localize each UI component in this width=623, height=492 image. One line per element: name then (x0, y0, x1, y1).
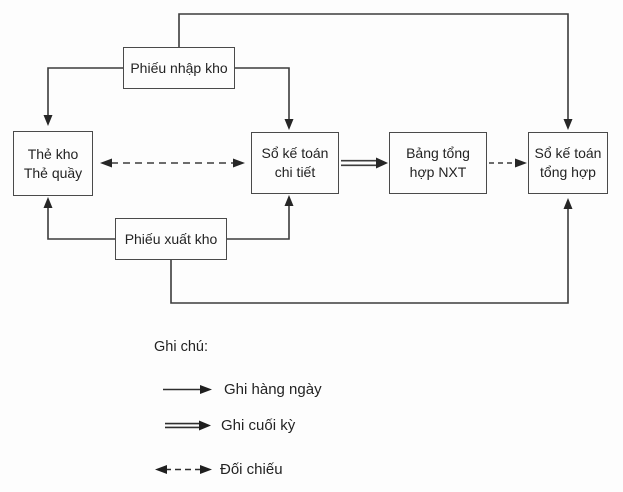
arrowhead-up-icon (563, 198, 573, 209)
node-phieu-xuat-kho: Phiếu xuất kho (115, 218, 227, 260)
legend-title: Ghi chú: (154, 339, 208, 355)
solid-arrow-icon (163, 385, 212, 394)
node-so-ke-toan-tong-hop: Sổ kế toán tổng hợp (528, 132, 608, 194)
legend-label-reconcile: Đối chiếu (220, 461, 283, 478)
node-so-ke-toan-chi-tiet: Sổ kế toán chi tiết (251, 132, 339, 194)
legend-item-reconcile: Đối chiếu (155, 461, 283, 478)
legend-item-daily: Ghi hàng ngày (162, 381, 322, 398)
connector-xuat-to-tong-hop (170, 209, 569, 304)
arrowhead-up-icon (43, 197, 53, 208)
arrowhead-down-icon (563, 119, 573, 130)
double-arrow-icon (165, 420, 211, 431)
arrowhead-left-icon (100, 158, 112, 168)
connector-xuat-to-chi-tiet (227, 206, 290, 240)
arrowhead-up-icon (284, 195, 294, 206)
connector-nhap-to-chi-tiet (235, 67, 290, 119)
legend-label-daily: Ghi hàng ngày (224, 381, 322, 398)
arrowhead-right-icon (515, 158, 527, 168)
connector-nhap-to-tong-hop (178, 13, 569, 119)
connector-xuat-to-the-kho (47, 208, 115, 240)
node-the-kho-the-quay: Thẻ kho Thẻ quầy (13, 131, 93, 196)
dashed-double-headed-arrow-icon (155, 465, 212, 474)
node-bang-tong-hop-nxt: Bảng tổng hợp NXT (389, 132, 487, 194)
node-phieu-nhap-kho: Phiếu nhập kho (123, 47, 235, 89)
connector-nhap-to-the-kho (47, 67, 123, 115)
arrowhead-down-icon (284, 119, 294, 130)
arrowhead-down-icon (43, 115, 53, 126)
arrowhead-right-icon (233, 158, 245, 168)
legend-item-period-end: Ghi cuối kỳ (164, 417, 295, 434)
arrowhead-right-icon (376, 157, 388, 169)
legend-label-period-end: Ghi cuối kỳ (221, 417, 296, 434)
